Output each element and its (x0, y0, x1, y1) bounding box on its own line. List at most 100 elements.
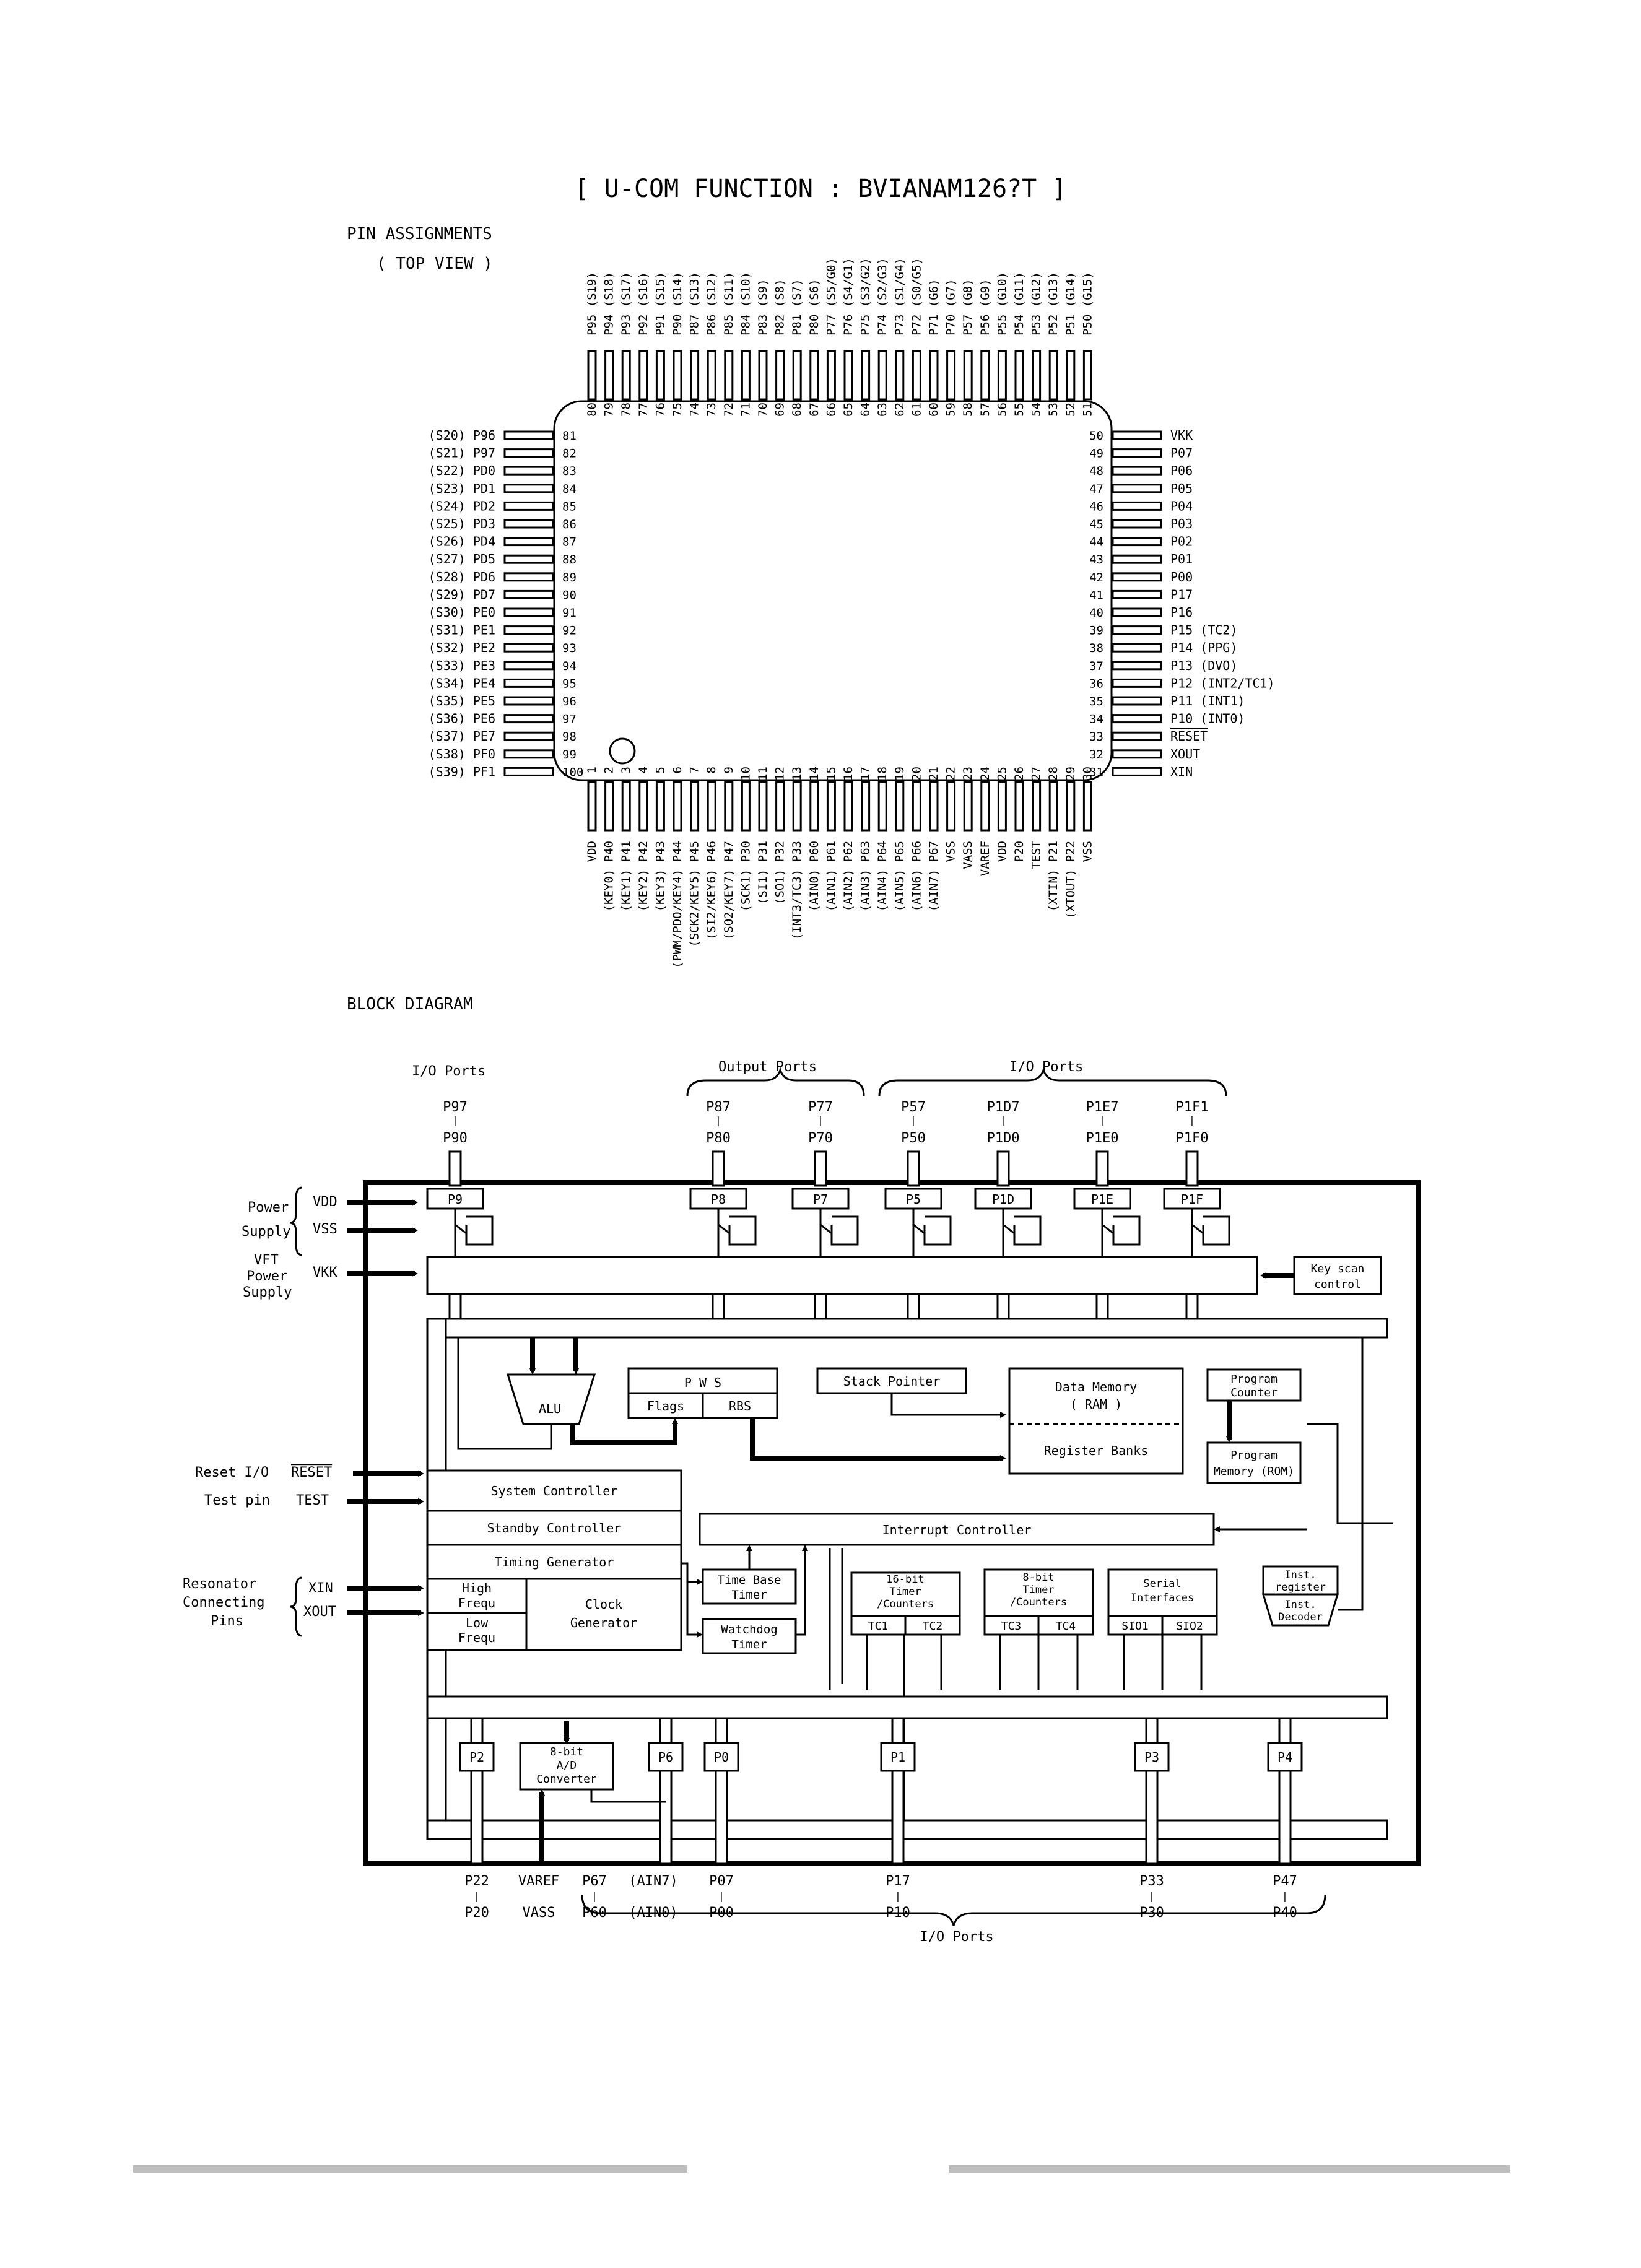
pin-number: 15 (824, 767, 838, 781)
pin-number: 43 (1089, 553, 1103, 567)
pin-label: P07 (1170, 446, 1193, 461)
pin-number: 42 (1089, 571, 1103, 584)
pin-lead (1112, 501, 1162, 511)
pin-number: 32 (1089, 748, 1103, 762)
port-range-high: P17 (886, 1874, 910, 1889)
pin-label: P51 (G14) (1064, 272, 1077, 336)
pin-label: P90 (S14) (671, 272, 684, 336)
port-register (459, 1742, 495, 1772)
pin-number: 50 (1089, 429, 1103, 443)
port-range-high: P22 (464, 1874, 489, 1889)
tg-to-wdt (681, 1562, 703, 1638)
alu-block (506, 1373, 596, 1425)
port-bus-arrow (712, 1150, 725, 1187)
pin-number: 95 (562, 677, 577, 690)
supply-label: Supply (242, 1224, 290, 1240)
vkk-label: VKK (313, 1265, 337, 1280)
port-range-sep: | (1000, 1114, 1006, 1126)
pin-label: VSS (944, 841, 958, 862)
pin-label: P14 (PPG) (1170, 640, 1237, 655)
reset-pin-label: RESET (291, 1465, 332, 1480)
pin-number: 5 (653, 767, 667, 773)
port-bus-arrow (448, 1150, 462, 1187)
pin-lead (1112, 466, 1162, 476)
pin-label: P00 (1170, 570, 1193, 584)
register-banks-label: Register Banks (1044, 1443, 1149, 1458)
pin-number: 33 (1089, 730, 1103, 744)
pin-lead (980, 350, 990, 401)
pin-lead (1112, 643, 1162, 653)
pin-number: 58 (961, 402, 975, 417)
pin-number: 26 (1012, 767, 1026, 781)
pin-lead (826, 781, 836, 832)
pin-label: P74 (S2/G3) (876, 258, 889, 336)
inst-decoder-line1: Inst. (1284, 1599, 1316, 1611)
stack-pointer (816, 1367, 967, 1394)
inst-register (1262, 1565, 1339, 1596)
pin-number: 25 (995, 767, 1009, 781)
pin-lead (1112, 554, 1162, 564)
adc-line1: 8-bit (550, 1745, 583, 1758)
pin-label: P03 (1170, 516, 1193, 531)
port-register (703, 1742, 739, 1772)
port-bus-arrow (1278, 1770, 1292, 1865)
pin-number: 91 (562, 606, 577, 620)
pin-lead (724, 781, 734, 832)
pin-lead (1112, 430, 1162, 440)
pin-number: 31 (1089, 765, 1103, 779)
pin-lead (655, 781, 665, 832)
pin-number: 99 (562, 748, 577, 762)
pin-lead (997, 781, 1007, 832)
low-frequ-line2: Frequ (458, 1630, 495, 1645)
pin-label: (AIN7) P67 (927, 841, 941, 911)
pin-lead (503, 767, 554, 776)
port-range-high: P57 (901, 1100, 926, 1115)
pin-lead (963, 350, 973, 401)
xout-label: XOUT (303, 1604, 336, 1620)
sio1-label: SIO1 (1121, 1620, 1148, 1633)
pin-label: P72 (S0/G5) (910, 258, 923, 336)
pin-lead (895, 781, 905, 832)
timing-generator: Timing Generator (495, 1555, 614, 1570)
pin-label: (KEY2) P42 (637, 841, 650, 911)
port-register-label: P9 (448, 1192, 463, 1207)
pin-number: 80 (585, 402, 599, 417)
pin-label: P15 (TC2) (1170, 623, 1237, 638)
pin-number: 35 (1089, 695, 1103, 708)
pin-label: (AIN5) P65 (893, 841, 907, 911)
pin-number: 10 (739, 767, 752, 781)
pin-number: 17 (859, 767, 873, 781)
pin-number: 63 (876, 402, 889, 417)
pin-label: (KEY1) P41 (619, 841, 633, 911)
tg-to-tbt (681, 1562, 703, 1585)
pin-lead (587, 350, 597, 401)
wdt-int (796, 1545, 808, 1636)
pin-number: 47 (1089, 482, 1103, 496)
pin-number: 93 (562, 641, 577, 655)
port-range-sep: | (817, 1114, 824, 1126)
pin-label: P54 (G11) (1012, 272, 1026, 336)
pin-lead (946, 350, 956, 401)
pin-number: 16 (842, 767, 855, 781)
pin-number: 85 (562, 500, 577, 513)
pin-label: P70 (G7) (944, 279, 958, 336)
pin-label: P91 (S15) (653, 272, 667, 336)
pin-label: (PWM/PDO/KEY4) P44 (671, 841, 684, 968)
pin-number: 13 (790, 767, 804, 781)
port-bus-arrow (907, 1150, 920, 1187)
port-range-high: P87 (706, 1100, 731, 1115)
pin-label: VASS (961, 841, 975, 869)
port-bus-arrow (1145, 1770, 1159, 1865)
output-driver-icon (912, 1209, 952, 1257)
port-range-sep: | (1282, 1890, 1288, 1902)
pin-number: 49 (1089, 447, 1103, 461)
pin-number: 74 (688, 402, 702, 417)
pin-label: (S25) PD3 (429, 516, 495, 531)
port-register-label: P1E (1091, 1192, 1113, 1207)
program-memory (1206, 1441, 1302, 1484)
pin-lead (1112, 678, 1162, 688)
pin-lead (707, 350, 716, 401)
data-memory-line1: Data Memory (1055, 1379, 1137, 1394)
port-range-sep: | (715, 1114, 721, 1126)
